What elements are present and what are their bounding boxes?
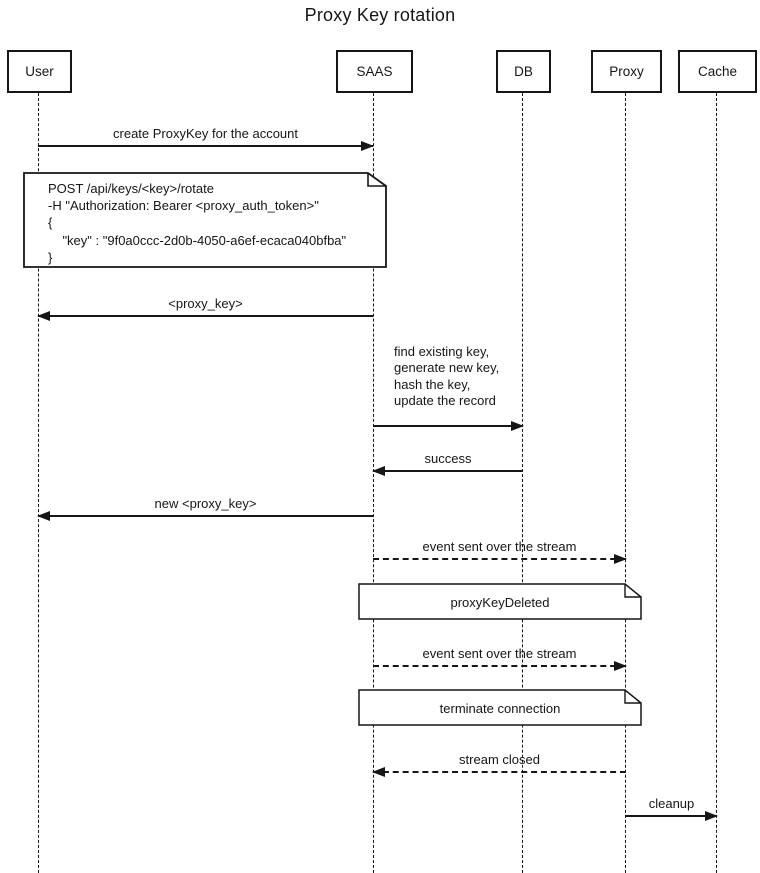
arrow-line bbox=[626, 815, 717, 817]
lifeline-saas bbox=[373, 93, 374, 873]
arrowhead-left-icon bbox=[37, 510, 50, 521]
message-label: event sent over the stream bbox=[422, 646, 577, 661]
note-text: POST /api/keys/<key>/rotate -H "Authoriz… bbox=[48, 181, 347, 265]
arrow-line bbox=[38, 315, 373, 317]
note-shape bbox=[358, 583, 642, 620]
actor-saas: SAAS bbox=[336, 50, 413, 93]
message-label: cleanup bbox=[648, 796, 695, 811]
arrow-line bbox=[38, 515, 373, 517]
arrow-line bbox=[38, 145, 373, 147]
arrowhead-right-icon bbox=[511, 420, 524, 431]
message-label: event sent over the stream bbox=[422, 539, 577, 554]
actor-user-label: User bbox=[25, 64, 54, 79]
actor-cache-label: Cache bbox=[697, 64, 738, 79]
message-label: success bbox=[424, 451, 472, 466]
arrow-line bbox=[373, 470, 523, 472]
note-terminate-connection: terminate connection bbox=[358, 689, 642, 726]
diagram-title: Proxy Key rotation bbox=[304, 5, 456, 25]
arrow-line bbox=[373, 558, 626, 560]
arrow-line bbox=[373, 771, 626, 773]
lifeline-db bbox=[522, 93, 523, 873]
note-text: proxyKeyDeleted bbox=[450, 594, 550, 610]
actor-db: DB bbox=[496, 50, 551, 93]
actor-proxy-label: Proxy bbox=[609, 64, 644, 79]
actor-user: User bbox=[7, 50, 72, 93]
lifeline-proxy bbox=[625, 93, 626, 873]
lifeline-user bbox=[38, 93, 39, 873]
note-fold-icon bbox=[367, 173, 386, 187]
actor-cache: Cache bbox=[678, 50, 757, 93]
message-label: create ProxyKey for the account bbox=[113, 126, 298, 141]
arrowhead-right-icon bbox=[614, 660, 627, 671]
note-proxy-key-deleted: proxyKeyDeleted bbox=[358, 583, 642, 620]
arrow-line bbox=[373, 425, 523, 427]
lifeline-cache bbox=[716, 93, 717, 873]
note-text: terminate connection bbox=[439, 700, 561, 716]
note-request-payload: POST /api/keys/<key>/rotate -H "Authoriz… bbox=[23, 172, 387, 268]
note-fold-icon bbox=[624, 690, 641, 704]
message-label: stream closed bbox=[459, 752, 540, 767]
actor-db-label: DB bbox=[514, 64, 533, 79]
arrow-line bbox=[373, 665, 626, 667]
actor-proxy: Proxy bbox=[591, 50, 662, 93]
arrowhead-left-icon bbox=[372, 465, 385, 476]
message-db-update-label: find existing key, generate new key, has… bbox=[394, 344, 500, 409]
note-shape bbox=[23, 172, 387, 268]
note-fold-icon bbox=[624, 584, 641, 598]
message-label: <proxy_key> bbox=[168, 296, 243, 311]
arrowhead-right-icon bbox=[614, 553, 627, 564]
message-label: new <proxy_key> bbox=[154, 496, 257, 511]
note-shape bbox=[358, 689, 642, 726]
actor-saas-label: SAAS bbox=[356, 64, 393, 79]
arrowhead-right-icon bbox=[361, 140, 374, 151]
arrowhead-left-icon bbox=[372, 766, 385, 777]
arrowhead-left-icon bbox=[37, 310, 50, 321]
arrowhead-right-icon bbox=[705, 810, 718, 821]
